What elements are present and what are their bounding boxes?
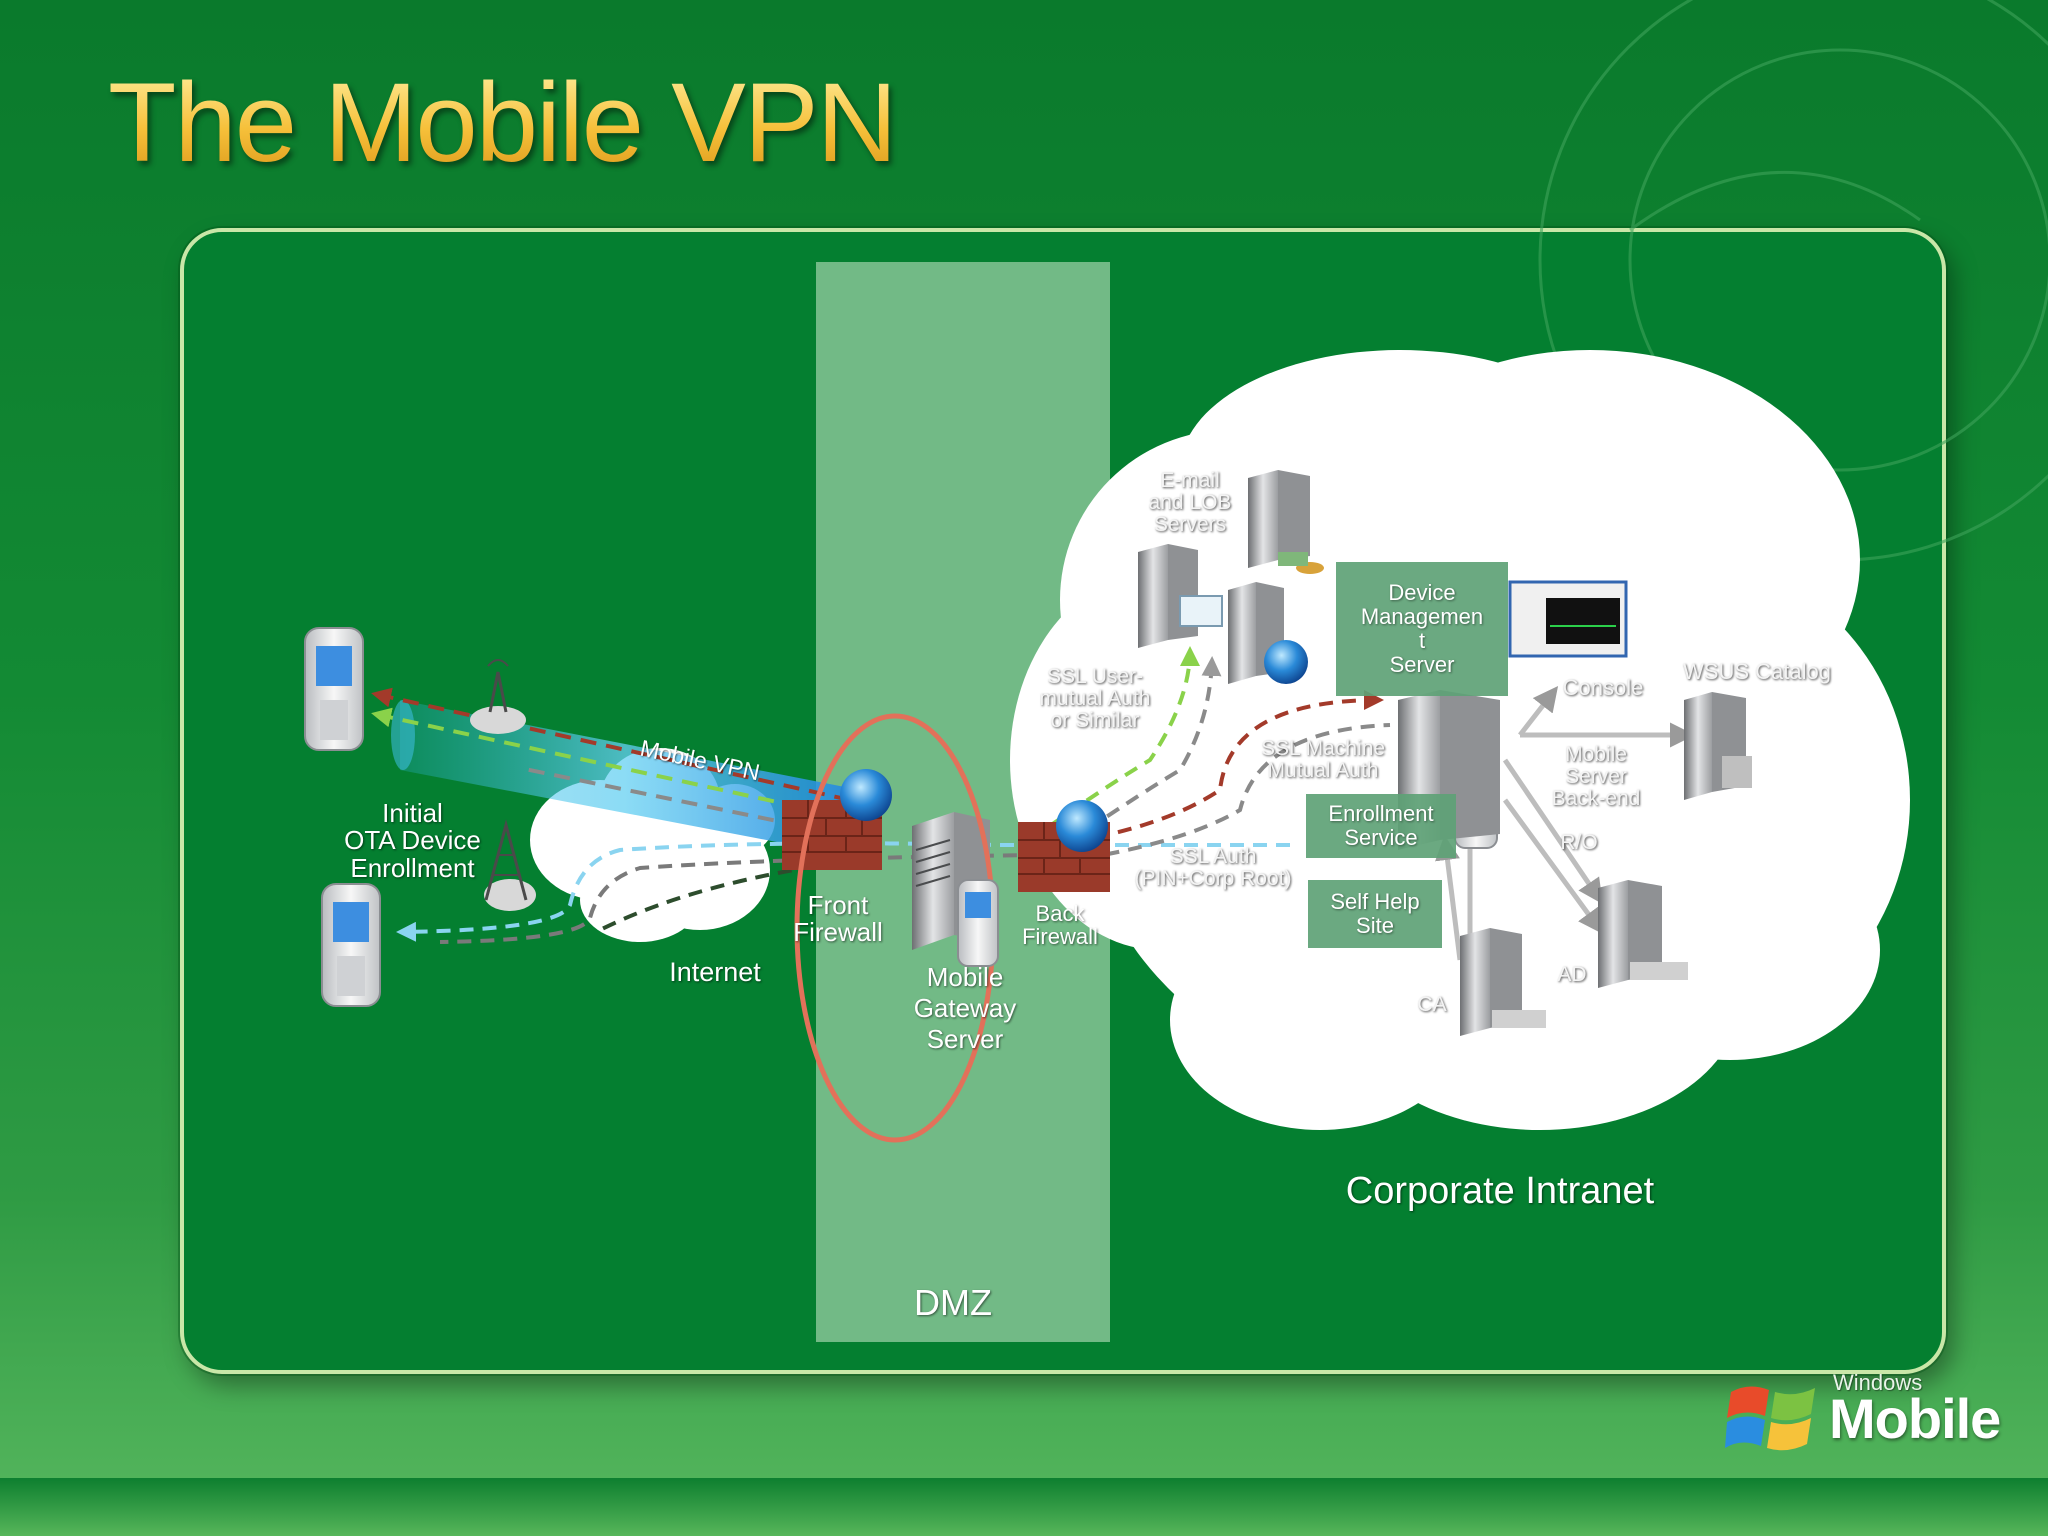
email-lob-label: E-mail and LOB Servers [1148, 469, 1232, 537]
console-monitor-icon [1508, 580, 1628, 658]
wsus-server-icon [1684, 692, 1752, 800]
device-management-server-box: Device Managemen t Server [1336, 562, 1508, 696]
email-lob-server-icons [1138, 470, 1324, 684]
internet-label: Internet [669, 957, 761, 987]
cell-tower-icon-top [470, 659, 526, 734]
phone-icon-top [304, 627, 364, 751]
windows-mobile-logo: Windows Mobile [1725, 1368, 2015, 1458]
ca-label: CA [1417, 993, 1447, 1016]
enrollment-service-box: Enrollment Service [1306, 794, 1456, 858]
logo-windows-text: Windows [1833, 1370, 1923, 1395]
phone-icon-bottom [321, 883, 381, 1007]
mobile-gateway-label: Mobile Gateway Server [913, 962, 1017, 1055]
corporate-intranet-label: Corporate Intranet [1345, 1170, 1655, 1212]
console-label: Console [1562, 675, 1644, 700]
back-firewall-icon [1018, 800, 1110, 892]
rw-label: R/O [1560, 831, 1598, 854]
dmz-label: DMZ [914, 1282, 992, 1323]
vpn-tunnel [391, 700, 850, 856]
ssl-auth-label: SSL Auth (PIN+Corp Root) [1134, 845, 1292, 891]
front-firewall-label: Front Firewall [793, 890, 883, 948]
ca-server-icon [1460, 928, 1546, 1036]
logo-mobile-text: Mobile [1829, 1387, 2001, 1450]
wsus-catalog-label: WSUS Catalog [1683, 659, 1831, 684]
mobile-server-backend-label: Mobile Server Back-end [1551, 743, 1641, 811]
ssl-machine-auth-label: SSL Machine Mutual Auth [1260, 737, 1386, 783]
ssl-user-auth-label: SSL User- mutual Auth or Similar [1039, 665, 1151, 733]
bottom-bar [0, 1478, 2048, 1536]
self-help-site-box: Self Help Site [1308, 880, 1442, 948]
windows-flag-icon [1725, 1386, 1815, 1451]
slide-title: The Mobile VPN [108, 60, 897, 185]
back-firewall-label: Back Firewall [1022, 901, 1098, 950]
cell-tower-icon-bottom [484, 819, 536, 911]
ad-server-icon [1598, 880, 1688, 988]
initial-ota-label: Initial OTA Device Enrollment [344, 798, 481, 883]
ad-label: AD [1557, 963, 1587, 986]
front-firewall-icon [782, 769, 892, 870]
phone-icon-gateway [957, 879, 999, 967]
